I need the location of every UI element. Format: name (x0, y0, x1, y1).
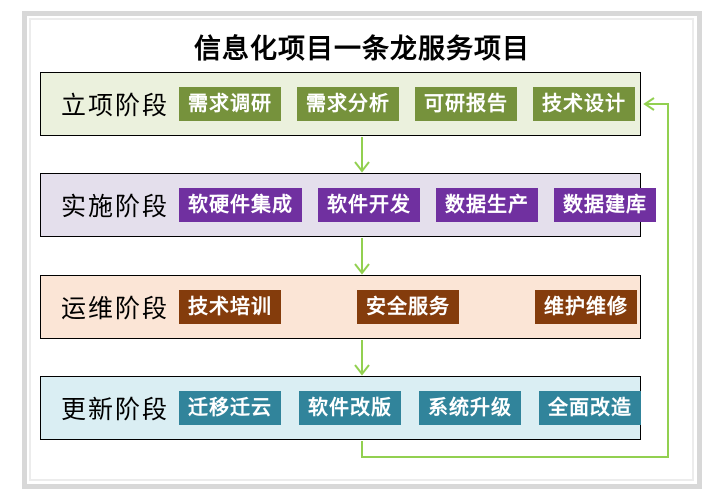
task-chip: 需求调研 (179, 87, 281, 121)
task-chip: 安全服务 (357, 290, 459, 324)
stage-update-chips: 迁移迁云 软件改版 系统升级 全面改造 (179, 391, 641, 425)
diagram-title: 信息化项目一条龙服务项目 (194, 34, 530, 64)
stage-label-operation: 运维阶段 (61, 296, 170, 323)
stage-box-operation: 运维阶段 技术培训 安全服务 维护维修 (40, 275, 641, 339)
inner-frame (29, 18, 694, 481)
task-chip: 技术培训 (179, 290, 281, 324)
stage-initiation-chips: 需求调研 需求分析 可研报告 技术设计 (179, 87, 635, 121)
stage-box-update: 更新阶段 迁移迁云 软件改版 系统升级 全面改造 (40, 376, 641, 440)
task-chip: 数据生产 (436, 188, 538, 222)
task-chip: 全面改造 (539, 391, 641, 425)
stage-box-implementation: 实施阶段 软硬件集成 软件开发 数据生产 数据建库 (40, 173, 656, 237)
task-chip: 可研报告 (415, 87, 517, 121)
stage-operation-chips: 技术培训 安全服务 维护维修 (179, 290, 637, 324)
task-chip: 数据建库 (554, 188, 656, 222)
task-chip: 软件开发 (318, 188, 420, 222)
stage-label-update: 更新阶段 (61, 397, 170, 424)
outer-frame (22, 11, 702, 489)
stage-implementation-chips: 软硬件集成 软件开发 数据生产 数据建库 (179, 188, 656, 222)
task-chip: 系统升级 (419, 391, 521, 425)
stage-label-implementation: 实施阶段 (61, 194, 170, 221)
task-chip: 维护维修 (535, 290, 637, 324)
stage-box-initiation: 立项阶段 需求调研 需求分析 可研报告 技术设计 (40, 72, 641, 136)
task-chip: 需求分析 (297, 87, 399, 121)
task-chip: 迁移迁云 (179, 391, 281, 425)
stage-label-initiation: 立项阶段 (61, 93, 170, 120)
task-chip: 技术设计 (533, 87, 635, 121)
task-chip: 软硬件集成 (179, 188, 302, 222)
task-chip: 软件改版 (299, 391, 401, 425)
